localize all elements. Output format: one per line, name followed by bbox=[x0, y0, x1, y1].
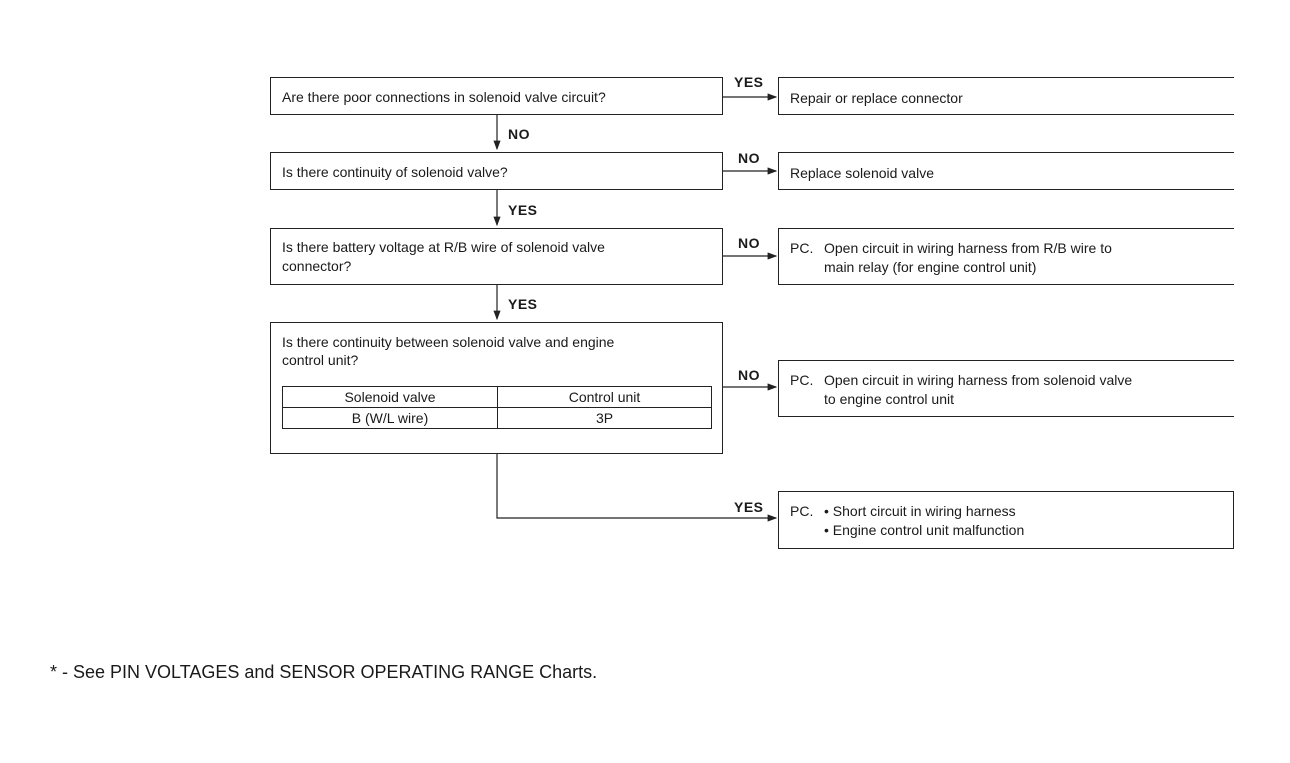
connection-table: Solenoid valve Control unit B (W/L wire)… bbox=[282, 386, 712, 429]
label-yes-2: YES bbox=[508, 202, 538, 218]
result-box-5 bbox=[778, 491, 1234, 549]
question-text-4-line2: control unit? bbox=[282, 352, 359, 368]
table-header-row: Solenoid valve Control unit bbox=[282, 386, 712, 408]
result-box-1 bbox=[778, 77, 1234, 115]
label-no-1: NO bbox=[508, 126, 530, 142]
label-yes-3: YES bbox=[508, 296, 538, 312]
label-yes-1: YES bbox=[734, 74, 764, 90]
question-box-1 bbox=[270, 77, 723, 115]
result-box-3 bbox=[778, 228, 1234, 285]
result-text-3-line1: Open circuit in wiring harness from R/B … bbox=[824, 240, 1112, 256]
label-yes-4: YES bbox=[734, 499, 764, 515]
question-text-4-line1: Is there continuity between solenoid val… bbox=[282, 334, 615, 350]
result-text-3-line2: main relay (for engine control unit) bbox=[824, 259, 1037, 275]
question-text-1: Are there poor connections in solenoid v… bbox=[282, 89, 606, 105]
label-no-3: NO bbox=[738, 235, 760, 251]
result-text-1: Repair or replace connector bbox=[790, 90, 963, 106]
question-text-2: Is there continuity of solenoid valve? bbox=[282, 164, 508, 180]
result-text-5-line1: • Short circuit in wiring harness bbox=[824, 503, 1016, 519]
result-text-5-line2: • Engine control unit malfunction bbox=[824, 522, 1025, 538]
result-text-4-line2: to engine control unit bbox=[824, 391, 954, 407]
question-text-3-line2: connector? bbox=[282, 258, 352, 274]
table-header-solenoid-valve: Solenoid valve bbox=[282, 386, 498, 408]
footnote: * - See PIN VOLTAGES and SENSOR OPERATIN… bbox=[50, 662, 598, 682]
result-prefix-4: PC. bbox=[790, 372, 814, 388]
question-box-2 bbox=[270, 152, 723, 190]
question-box-3 bbox=[270, 228, 723, 285]
table-header-control-unit: Control unit bbox=[497, 386, 712, 408]
result-text-2: Replace solenoid valve bbox=[790, 165, 934, 181]
arrow-q4-yes bbox=[496, 454, 778, 522]
result-box-4 bbox=[778, 360, 1234, 417]
result-prefix-5: PC. bbox=[790, 503, 814, 519]
result-prefix-3: PC. bbox=[790, 240, 814, 256]
table-cell-solenoid-valve: B (W/L wire) bbox=[282, 407, 498, 429]
question-text-3-line1: Is there battery voltage at R/B wire of … bbox=[282, 239, 605, 255]
result-box-2 bbox=[778, 152, 1234, 190]
label-no-2: NO bbox=[738, 150, 760, 166]
table-cell-control-unit: 3P bbox=[497, 407, 712, 429]
table-row: B (W/L wire) 3P bbox=[282, 407, 712, 429]
result-text-4-line1: Open circuit in wiring harness from sole… bbox=[824, 372, 1133, 388]
label-no-4: NO bbox=[738, 367, 760, 383]
